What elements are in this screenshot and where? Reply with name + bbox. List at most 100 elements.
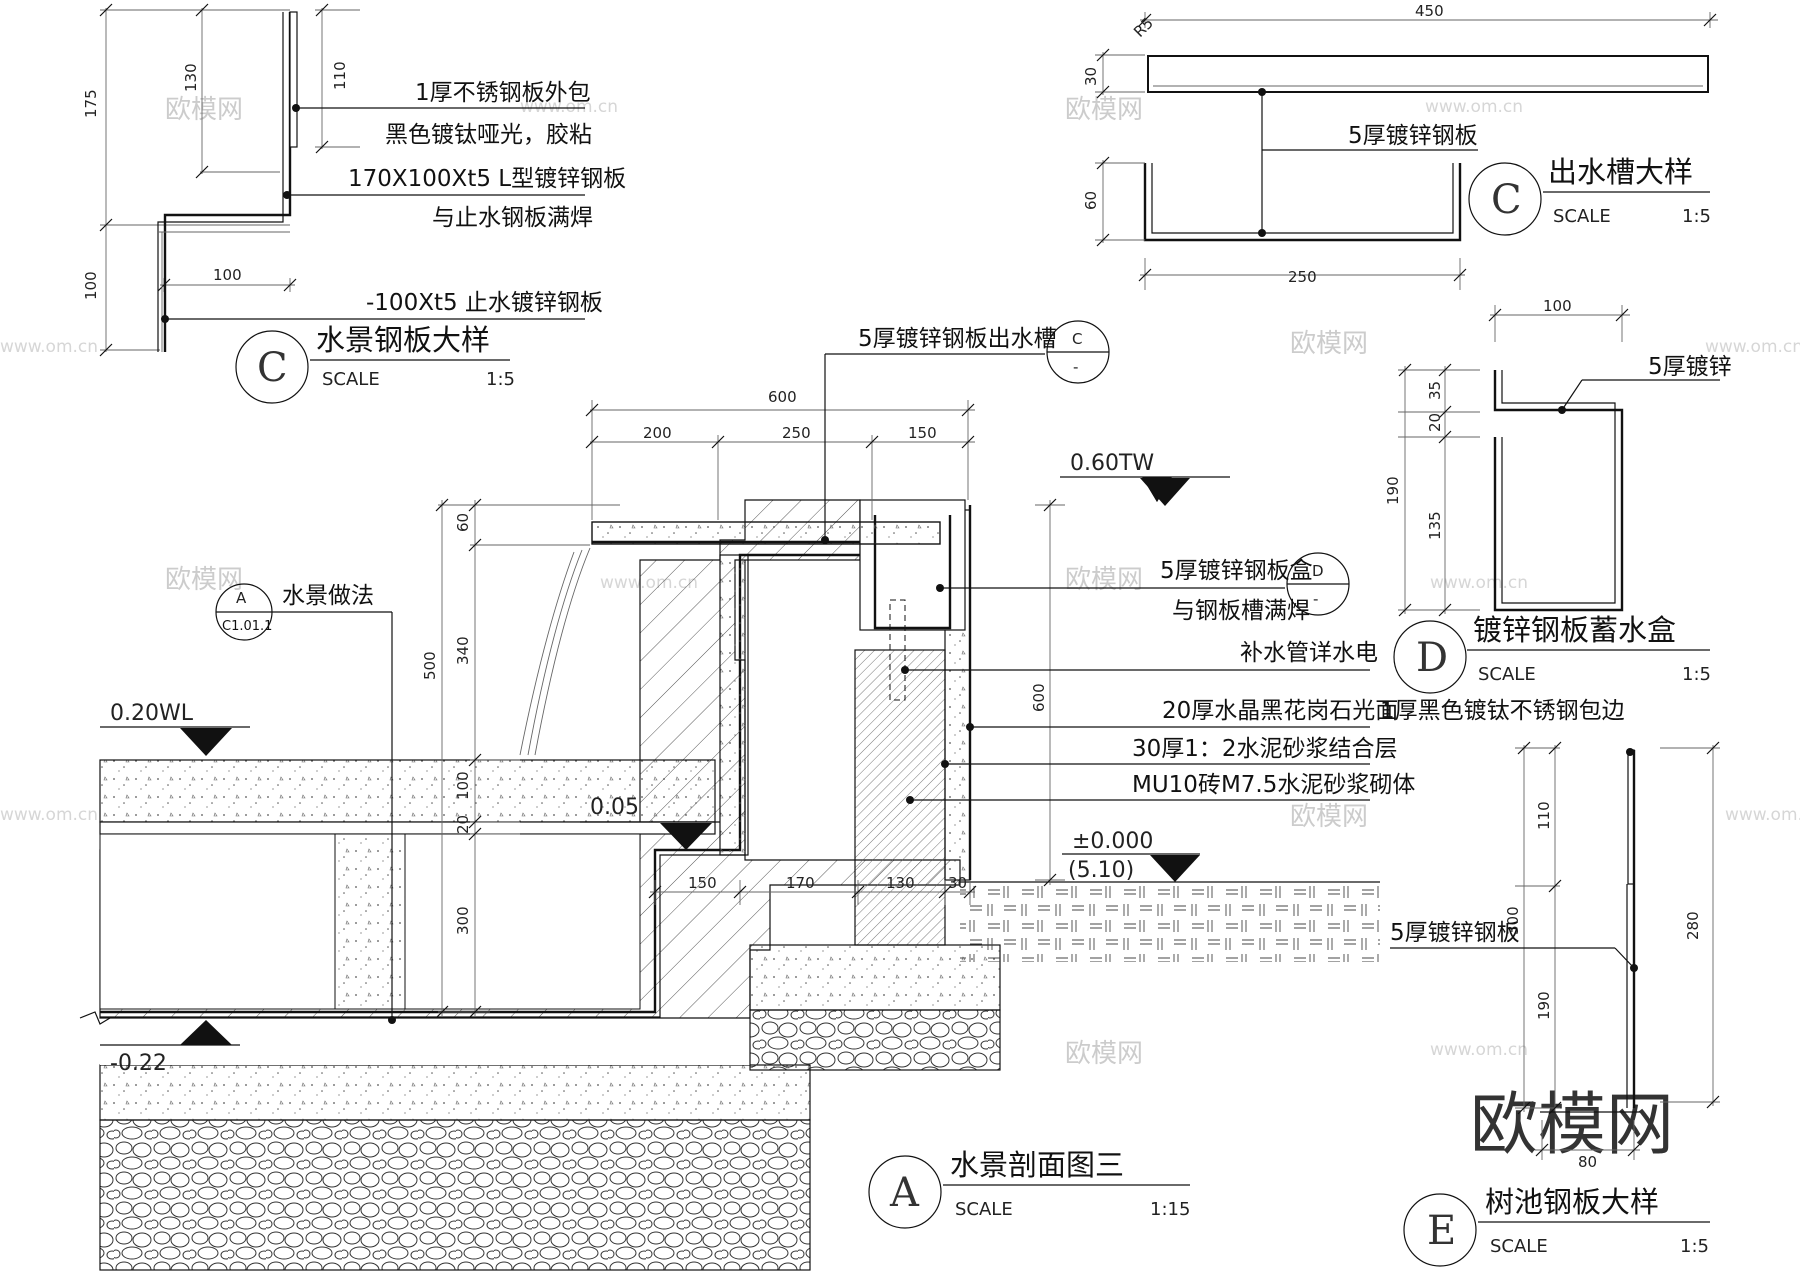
dim-600-vertical: 600 (1030, 683, 1048, 712)
dim-250: 250 (782, 424, 811, 442)
trough-ref-label: 5厚镀锌钢板出水槽 (858, 326, 1057, 352)
trough-ref-top: C (1072, 330, 1082, 348)
watermark-url: www.om.cn (520, 97, 618, 117)
section-title: 水景剖面图三 (950, 1148, 1124, 1182)
detail-bubble: E (1427, 1208, 1456, 1254)
detail-c-trough: 450 R5 30 60 250 5厚镀锌钢板 C 出水槽大样 SCALE 1 (1082, 2, 1718, 290)
note-5: -100Xt5 止水镀锌钢板 (366, 290, 603, 316)
dim-300: 300 (1504, 906, 1522, 935)
watermarks: 欧模网 www.om.cn 欧模网 www.om.cn www.om.cn 欧模… (0, 95, 1800, 1165)
detail-bubble: C (1491, 177, 1522, 223)
dim-r5: R5 (1130, 14, 1157, 41)
scale-value: 1:5 (486, 369, 515, 390)
dim-280: 280 (1684, 911, 1702, 940)
detail-title: 树池钢板大样 (1485, 1185, 1659, 1219)
detail-bubble: D (1416, 635, 1448, 681)
dim-110: 110 (331, 61, 349, 90)
elev-zero-abs: (5.10) (1068, 858, 1134, 883)
detail-c-steel-plate: 175 130 110 100 100 1厚不锈钢板外包 黑色镀钛哑光，胶粘 1… (82, 3, 626, 404)
detail-bubble: C (257, 345, 288, 391)
dim-30: 30 (1082, 67, 1100, 86)
elev-zero: ±0.000 (1072, 829, 1153, 854)
watermark-cn: 欧模网 (165, 95, 243, 125)
dim-80: 80 (1578, 1153, 1597, 1171)
note-2: 黑色镀钛哑光，胶粘 (385, 122, 592, 148)
scale-label: SCALE (1478, 664, 1536, 685)
scale-value: 1:5 (1682, 664, 1711, 685)
trough-ref-bottom: - (1073, 358, 1078, 376)
elev-tw: 0.60TW (1070, 451, 1154, 476)
watermark-url: www.om.cn (1725, 805, 1800, 825)
dim-100-vertical: 100 (82, 271, 100, 300)
dim-35: 35 (1426, 381, 1444, 400)
scale-value: 1:5 (1680, 1236, 1709, 1257)
dim-600: 600 (768, 388, 797, 406)
note-3: 170X100Xt5 L型镀锌钢板 (348, 166, 626, 192)
dim-60: 60 (1082, 191, 1100, 210)
dim-200: 200 (643, 424, 672, 442)
scale-label: SCALE (1553, 206, 1611, 227)
dim-340: 340 (454, 636, 472, 665)
note-1: 1厚不锈钢板外包 (415, 80, 591, 106)
dim-500: 500 (421, 651, 439, 680)
plate-note: 5厚镀锌钢板 (1390, 920, 1520, 946)
dim-b30: 30 (948, 874, 967, 892)
elev-005: 0.05 (590, 795, 639, 820)
scale-value: 1:15 (1150, 1199, 1190, 1220)
dim-b130: 130 (886, 874, 915, 892)
dim-100: 100 (454, 771, 472, 800)
box-ref-top: D (1312, 562, 1324, 580)
brand-watermark: 欧模网 (1470, 1086, 1674, 1165)
box-note: 5厚镀锌 (1648, 354, 1732, 380)
scale-label: SCALE (1490, 1236, 1548, 1257)
dim-20: 20 (454, 815, 472, 834)
watermark-cn: 欧模网 (1065, 1039, 1143, 1069)
detail-title: 出水槽大样 (1548, 155, 1693, 189)
watermark-url: www.om.cn (1430, 573, 1528, 593)
ref-top: A (236, 589, 247, 607)
watermark-cn: 欧模网 (1065, 565, 1143, 595)
dim-b170: 170 (786, 874, 815, 892)
watermark-url: www.om.cn (0, 805, 98, 825)
dim-100: 100 (1543, 297, 1572, 315)
note-4: 与止水钢板满焊 (432, 205, 593, 231)
box-ref-label2: 与钢板槽满焊 (1172, 598, 1310, 624)
dim-60: 60 (454, 513, 472, 532)
dim-150: 150 (908, 424, 937, 442)
dim-250: 250 (1288, 268, 1317, 286)
trough-note: 5厚镀锌钢板 (1348, 123, 1478, 149)
dim-130: 130 (182, 63, 200, 92)
note-mortar: 30厚1：2水泥砂浆结合层 (1132, 736, 1398, 762)
elev-m022: -0.22 (110, 1051, 167, 1076)
watermark-url: www.om.cn (1430, 1040, 1528, 1060)
scale-value: 1:5 (1682, 206, 1711, 227)
watermark-cn: 欧模网 (1290, 329, 1368, 359)
scale-label: SCALE (322, 369, 380, 390)
dim-b150: 150 (688, 874, 717, 892)
note-granite: 20厚水晶黑花岗石光面 (1162, 698, 1398, 724)
watermark-cn: 欧模网 (1065, 95, 1143, 125)
dim-190: 190 (1384, 476, 1402, 505)
scale-label: SCALE (955, 1199, 1013, 1220)
box-ref-bottom: - (1313, 590, 1318, 608)
watermark-cn: 欧模网 (1290, 802, 1368, 832)
dim-20: 20 (1426, 413, 1444, 432)
detail-title: 水景钢板大样 (316, 323, 490, 357)
section-bubble: A (889, 1170, 920, 1216)
dim-110: 110 (1535, 801, 1553, 830)
detail-title: 镀锌钢板蓄水盒 (1473, 613, 1676, 647)
dim-190: 190 (1535, 991, 1553, 1020)
watermark-url: www.om.cn (0, 337, 98, 357)
note-brick: MU10砖M7.5水泥砂浆砌体 (1132, 772, 1415, 798)
ref-bottom: C1.01.1 (222, 619, 272, 634)
watermark-url: www.om.cn (1425, 97, 1523, 117)
detail-d-box: 100 190 35 20 135 5厚镀锌 D 镀锌钢板蓄水盒 SCALE 1… (1384, 297, 1732, 694)
ref-label: 水景做法 (282, 583, 374, 609)
dim-175: 175 (82, 89, 100, 118)
dim-100-horizontal: 100 (213, 266, 242, 284)
elev-wl: 0.20WL (110, 701, 194, 726)
watermark-url: www.om.cn (1705, 337, 1800, 357)
note-edge: 1厚黑色镀钛不锈钢包边 (1380, 698, 1625, 724)
note-makeup-water: 补水管详水电 (1240, 640, 1378, 666)
